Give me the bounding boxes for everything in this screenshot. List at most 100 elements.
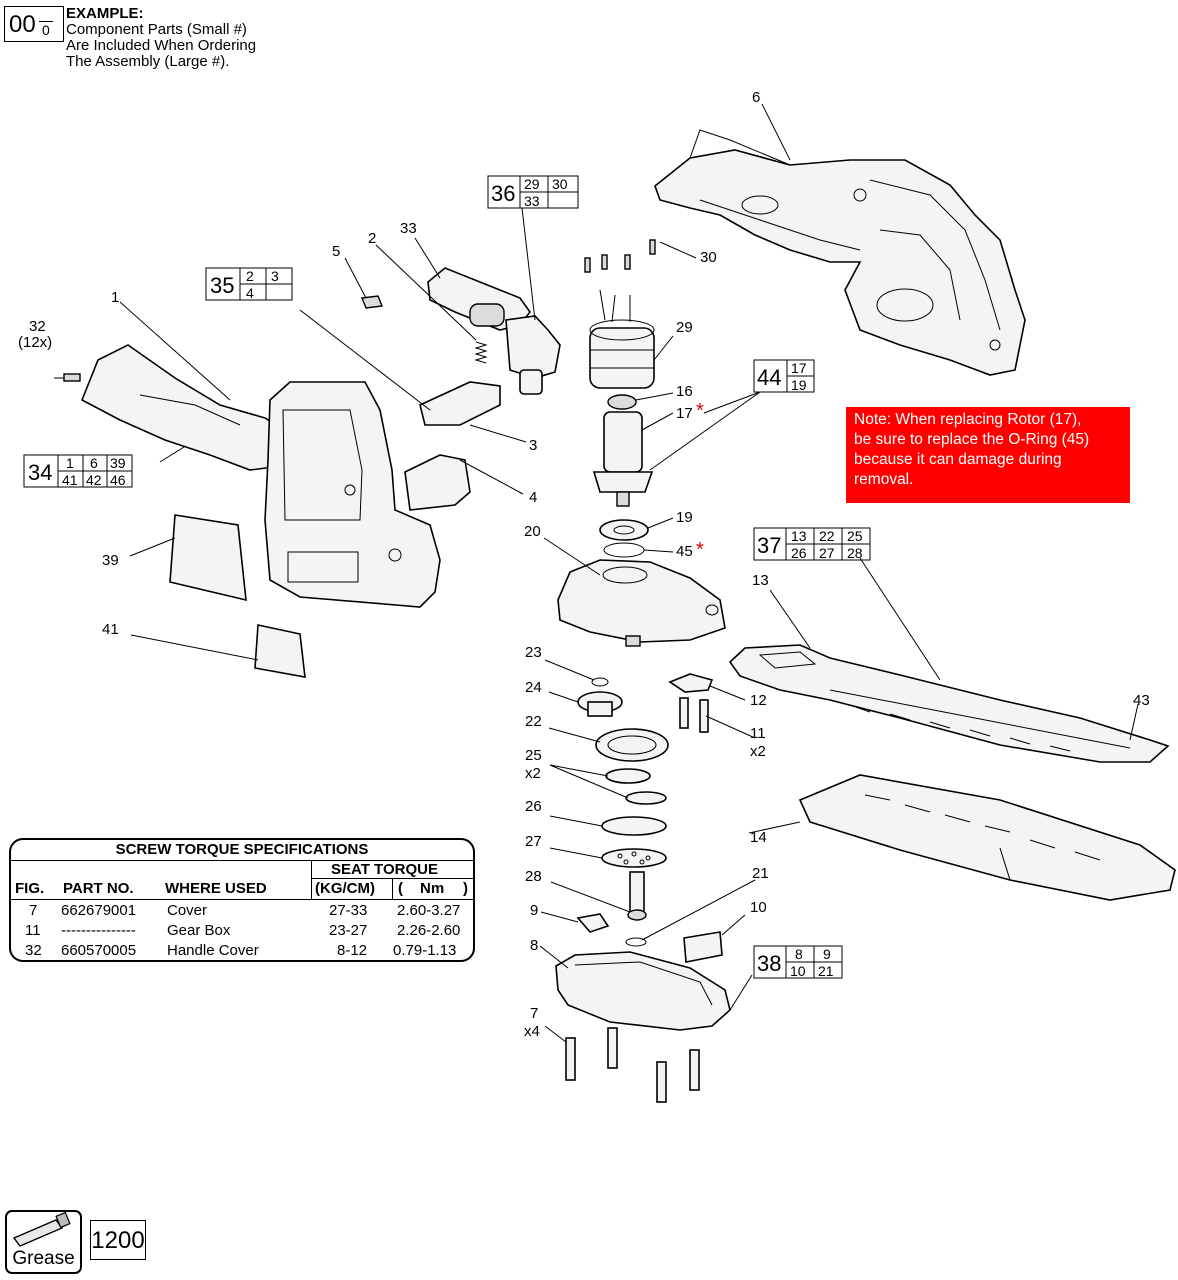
- assembly-35-cell-1: 2: [246, 268, 254, 284]
- rotor-replacement-note: Note: When replacing Rotor (17), be sure…: [846, 407, 1130, 503]
- callout-6: 6: [752, 89, 760, 106]
- assembly-box-34: 34 1 6 39 41 42 46: [23, 454, 133, 488]
- part-23-retaining-ring: [591, 677, 609, 687]
- part-29-stator: [589, 289, 655, 389]
- example-title: EXAMPLE:: [66, 5, 144, 22]
- part-10-pad: [683, 931, 723, 963]
- assembly-36-cell-1: 29: [524, 176, 540, 192]
- assembly-38-cell-2: 9: [823, 946, 831, 962]
- callout-2: 2: [368, 230, 376, 247]
- callout-8: 8: [530, 937, 538, 954]
- callout-25: 25: [525, 747, 542, 764]
- callout-32-qty: (12x): [18, 334, 52, 351]
- torque-col-divider-2: [392, 878, 393, 899]
- callout-13: 13: [752, 572, 769, 589]
- assembly-37-number: 37: [757, 533, 781, 558]
- assembly-37-cell-3: 25: [847, 528, 863, 544]
- row-1-part: 662679001: [61, 902, 137, 919]
- assembly-38-number: 38: [757, 951, 781, 976]
- replace-asterisks: * *: [696, 400, 704, 561]
- example-line-3: The Assembly (Large #).: [66, 53, 230, 70]
- part-14-blade-guard: [798, 774, 1176, 901]
- part-24-pinion-gear: [577, 691, 623, 717]
- part-2-spring: [474, 341, 488, 364]
- torque-divider: [11, 860, 473, 861]
- assembly-34-cell-6: 46: [110, 472, 126, 488]
- callout-12: 12: [750, 692, 767, 709]
- callout-27: 27: [525, 833, 542, 850]
- row-2-part: ---------------: [61, 922, 136, 939]
- part-41-label: [254, 624, 306, 678]
- assembly-box-44: 44 17 19: [753, 359, 815, 393]
- assembly-44-cell-2: 19: [791, 377, 807, 393]
- row-2-kg: 23-27: [329, 922, 368, 939]
- part-1-handle-cover: [80, 344, 301, 471]
- col-fig: FIG.: [15, 880, 45, 897]
- note-line-2: be sure to replace the O-Ring (45): [854, 431, 1090, 448]
- callout-43: 43: [1133, 692, 1150, 709]
- assembly-35-cell-2: 3: [271, 268, 279, 284]
- assembly-38-cell-1: 8: [795, 946, 803, 962]
- part-9-clip: [576, 913, 610, 933]
- grease-label: Grease: [12, 1248, 75, 1269]
- part-32-screw: [63, 373, 81, 382]
- row-1-kg: 27-33: [329, 902, 368, 919]
- part-4-trigger: [404, 454, 471, 511]
- torque-header-divider: [11, 899, 473, 900]
- assembly-35-cell-3: 4: [246, 285, 254, 301]
- part-21-washer: [625, 937, 647, 947]
- assembly-37-cell-2: 22: [819, 528, 835, 544]
- callout-10: 10: [750, 899, 767, 916]
- example-line-2: Are Included When Ordering: [66, 37, 257, 54]
- row-3-nm: 0.79-1.13: [393, 942, 457, 959]
- assembly-34-cell-5: 42: [86, 472, 102, 488]
- assembly-34-cell-3: 39: [110, 455, 126, 471]
- row-3-fig: 32: [25, 942, 42, 959]
- col-part-no: PART NO.: [63, 880, 134, 897]
- part-5-clip: [361, 295, 383, 309]
- torque-table-title: SCREW TORQUE SPECIFICATIONS: [115, 841, 369, 858]
- callout-11-qty: x2: [750, 743, 766, 760]
- callout-32: 32: [29, 318, 46, 335]
- grease-tube-icon: [12, 1211, 71, 1247]
- example-line-1: Component Parts (Small #): [66, 21, 247, 38]
- part-13-43-blade-assembly: [728, 644, 1170, 763]
- part-7-screws: [565, 1027, 700, 1103]
- assembly-box-36: 36 29 30 33: [487, 175, 579, 209]
- assembly-35-number: 35: [210, 273, 234, 298]
- assembly-box-38: 38 8 9 10 21: [753, 945, 843, 979]
- part-26-plate: [601, 816, 667, 836]
- part-6-housing-cover: [654, 129, 1026, 376]
- callout-11: 11: [750, 725, 766, 742]
- assembly-37-cell-4: 26: [791, 545, 807, 561]
- callout-29: 29: [676, 319, 693, 336]
- callout-19: 19: [676, 509, 693, 526]
- part-19-bearing: [599, 519, 649, 541]
- part-28-crank: [627, 871, 647, 921]
- row-2-nm: 2.26-2.60: [397, 922, 461, 939]
- callout-41: 41: [102, 621, 119, 638]
- seat-torque-divider: [311, 878, 475, 879]
- row-1-nm: 2.60-3.27: [397, 902, 461, 919]
- part-17-rotor: [592, 411, 654, 507]
- callout-14: 14: [750, 829, 767, 846]
- row-3-where: Handle Cover: [167, 942, 259, 959]
- row-2-fig: 11: [25, 922, 41, 939]
- callout-17: 17: [676, 405, 693, 422]
- example-big-number: 00: [9, 11, 36, 38]
- part-39-label: [169, 514, 247, 602]
- callout-24: 24: [525, 679, 542, 696]
- asterisk-17: *: [696, 400, 704, 422]
- assembly-34-number: 34: [28, 460, 52, 485]
- callout-21: 21: [752, 865, 769, 882]
- assembly-44-cell-1: 17: [791, 360, 807, 376]
- part-34-main-housing: [264, 381, 441, 608]
- callout-7: 7: [530, 1005, 538, 1022]
- callout-9: 9: [530, 902, 538, 919]
- assembly-36-cell-3: 33: [524, 193, 540, 209]
- callout-20: 20: [524, 523, 541, 540]
- col-where-used: WHERE USED: [165, 880, 267, 897]
- callout-7-qty: x4: [524, 1023, 540, 1040]
- callout-5: 5: [332, 243, 340, 260]
